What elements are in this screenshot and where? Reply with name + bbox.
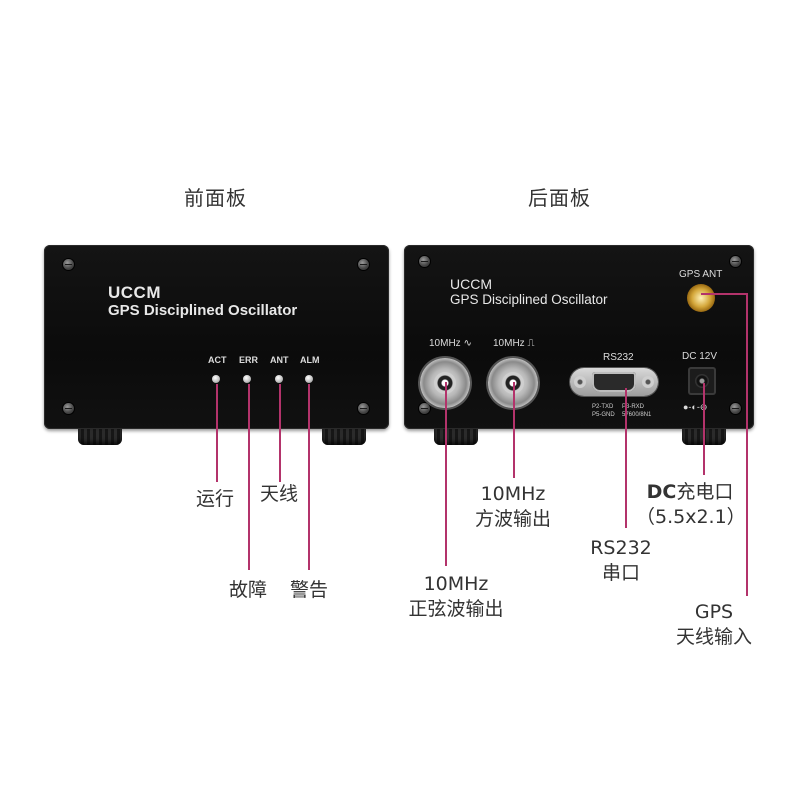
led-ant	[275, 375, 283, 383]
rear-panel: UCCM GPS Disciplined Oscillator GPS ANT …	[404, 245, 754, 429]
dc-12v-label: DC 12V	[682, 351, 718, 362]
rubber-foot	[78, 429, 122, 445]
front-brand-subtitle: GPS Disciplined Oscillator	[108, 302, 298, 319]
callout-line-rs232	[625, 388, 627, 528]
rear-panel-title: 后面板	[528, 186, 591, 210]
callout-alarm: 警告	[290, 579, 329, 601]
callout-square: 10MHz 方波输出	[474, 483, 551, 530]
rubber-foot	[322, 429, 366, 445]
callout-dc: DC充电口 （5.5x2.1）	[636, 481, 746, 528]
led-act	[212, 375, 220, 383]
gps-ant-label: GPS ANT	[679, 269, 723, 280]
front-brand-uccm: UCCM	[108, 283, 161, 302]
square-wave-icon: ⎍	[527, 338, 535, 349]
callout-line-square	[513, 382, 515, 478]
callout-gps: GPS 天线输入	[675, 601, 752, 648]
callout-line-fault	[248, 384, 250, 570]
callout-antenna: 天线	[260, 483, 299, 505]
screw	[358, 403, 369, 414]
rs232-db9-connector	[570, 368, 658, 396]
callout-line-dc	[703, 383, 705, 475]
screw	[419, 403, 430, 414]
screw	[63, 259, 74, 270]
bnc-square-label: 10MHz ⎍	[493, 338, 535, 349]
callout-run: 运行	[196, 488, 235, 510]
rubber-foot	[434, 429, 478, 445]
screw	[730, 256, 741, 267]
callout-line-gps-v	[746, 293, 748, 596]
screw	[63, 403, 74, 414]
callout-rs232: RS232 串口	[590, 537, 652, 584]
callout-line-run	[216, 384, 218, 482]
callout-line-gps-h	[701, 293, 748, 295]
gps-sma-connector	[687, 284, 715, 312]
led-err	[243, 375, 251, 383]
rs232-pinout-left: P2-TXD P5-GND	[592, 404, 615, 418]
rear-brand-subtitle: GPS Disciplined Oscillator	[450, 292, 608, 307]
led-alm	[305, 375, 313, 383]
front-panel-title: 前面板	[184, 186, 247, 210]
rear-brand-uccm: UCCM	[450, 276, 492, 292]
dc-power-jack	[688, 367, 716, 395]
screw	[358, 259, 369, 270]
callout-sine: 10MHz 正弦波输出	[408, 573, 504, 620]
callout-line-alarm	[308, 384, 310, 570]
callout-line-antenna	[279, 384, 281, 482]
led-label-alm: ALM	[300, 355, 320, 365]
bnc-sine-label: 10MHz ∿	[429, 338, 472, 349]
led-label-err: ERR	[239, 355, 259, 365]
callout-line-sine	[445, 382, 447, 566]
led-label-act: ACT	[208, 355, 227, 365]
screw	[419, 256, 430, 267]
rs232-pinout-right: P3-RXD 57600/8N1	[622, 404, 652, 418]
sine-wave-icon: ∿	[463, 338, 472, 349]
rs232-label: RS232	[603, 352, 634, 363]
led-label-ant: ANT	[270, 355, 289, 365]
screw	[730, 403, 741, 414]
callout-fault: 故障	[229, 579, 268, 601]
polarity-icon: ●-◐-⊕	[683, 402, 708, 412]
